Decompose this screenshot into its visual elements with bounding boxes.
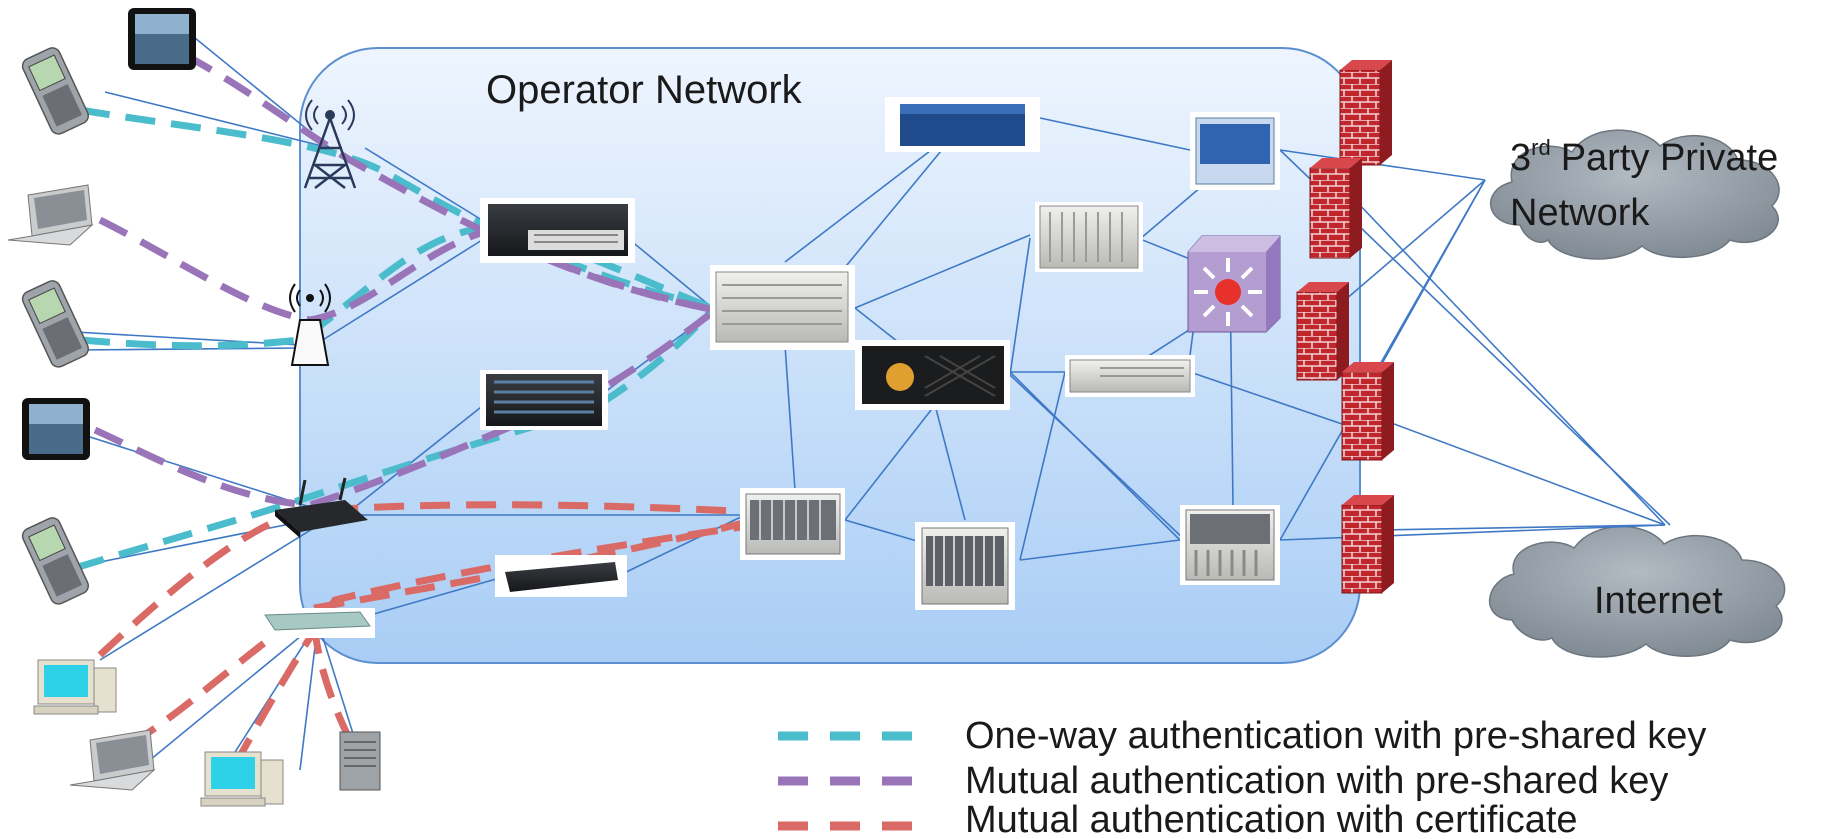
link	[104, 91, 331, 149]
link	[364, 147, 491, 226]
desktop-computer-icon	[200, 751, 284, 807]
link	[1279, 149, 1486, 181]
link	[1009, 237, 1031, 376]
laptop-icon	[7, 184, 94, 246]
rack-router-icon	[495, 555, 627, 597]
link	[1009, 374, 1186, 541]
cell-tower-icon	[303, 99, 357, 189]
tablet-icon	[128, 8, 196, 70]
legend-label: Mutual authentication with pre-shared ke…	[965, 760, 1668, 802]
firewall-icon	[1341, 495, 1394, 594]
link	[844, 404, 936, 521]
auth-path	[311, 629, 354, 742]
link	[1279, 179, 1486, 541]
legend-label: One-way authentication with pre-shared k…	[965, 715, 1706, 757]
link	[1039, 117, 1191, 151]
link	[317, 621, 356, 741]
core-switch-icon	[1187, 235, 1281, 333]
auth-path	[73, 307, 715, 572]
rack-router-icon	[885, 97, 1040, 152]
auth-path	[79, 106, 713, 312]
internet-cloud: Internet	[1488, 525, 1786, 658]
wifi-access-point-icon	[289, 283, 331, 366]
firewall-icon	[1296, 282, 1349, 381]
internet-cloud-label: Internet	[1594, 580, 1723, 622]
server-tower-icon	[339, 731, 381, 791]
link	[1344, 179, 1486, 301]
auth-path	[98, 216, 716, 324]
phone-icon	[21, 517, 89, 605]
third-party-cloud-label-line2: Network	[1510, 192, 1650, 234]
rack-router-icon	[1035, 202, 1143, 272]
rack-router-icon	[1180, 505, 1280, 585]
firewall-icon	[1309, 158, 1362, 259]
phone-icon	[21, 47, 89, 135]
link	[359, 574, 511, 619]
link	[1019, 539, 1181, 561]
desktop-computer-icon	[33, 659, 117, 715]
link	[1369, 414, 1666, 526]
cloud-icon	[1488, 525, 1786, 658]
auth-path	[183, 51, 716, 314]
legend-item: Mutual authentication with pre-shared ke…	[778, 760, 1668, 802]
rack-router-icon	[480, 198, 635, 263]
link	[74, 331, 301, 346]
rack-router-icon	[480, 370, 608, 430]
rack-router-icon	[855, 340, 1010, 410]
link	[1354, 199, 1666, 526]
link	[854, 234, 1031, 309]
link	[344, 399, 491, 516]
firewall-icon	[1341, 362, 1394, 461]
link	[934, 404, 966, 521]
link	[229, 621, 319, 761]
auth-path	[128, 516, 756, 748]
link	[1189, 371, 1346, 426]
rack-router-icon	[740, 488, 845, 560]
link	[629, 239, 716, 311]
legend-item: One-way authentication with pre-shared k…	[778, 715, 1706, 757]
operator-network-label: Operator Network	[486, 68, 803, 112]
link	[784, 344, 796, 491]
rack-router-icon	[915, 522, 1015, 610]
network-switch-icon	[255, 608, 375, 638]
legend-label: Mutual authentication with certificate	[965, 799, 1578, 839]
link	[1379, 524, 1666, 531]
rack-router-icon	[710, 265, 855, 350]
auth-path	[231, 521, 756, 767]
legend-item: Mutual authentication with certificate	[778, 799, 1578, 839]
laptop-icon	[69, 729, 156, 791]
firewall-icon	[1339, 60, 1392, 166]
cloud-icon	[1489, 129, 1780, 260]
firewalls	[1296, 60, 1394, 594]
link	[309, 234, 491, 349]
rack-router-icon	[1065, 355, 1195, 397]
mutual-psk-paths	[93, 51, 718, 509]
auth-path	[93, 307, 718, 509]
legend: One-way authentication with pre-shared k…	[778, 715, 1706, 839]
tablet-icon	[22, 398, 90, 460]
wireless-router-icon	[275, 477, 368, 538]
end-devices	[7, 8, 381, 807]
phone-icon	[21, 280, 89, 368]
rack-router-icon	[1190, 112, 1280, 190]
link	[149, 621, 319, 761]
link	[1019, 371, 1066, 561]
link	[99, 514, 336, 661]
